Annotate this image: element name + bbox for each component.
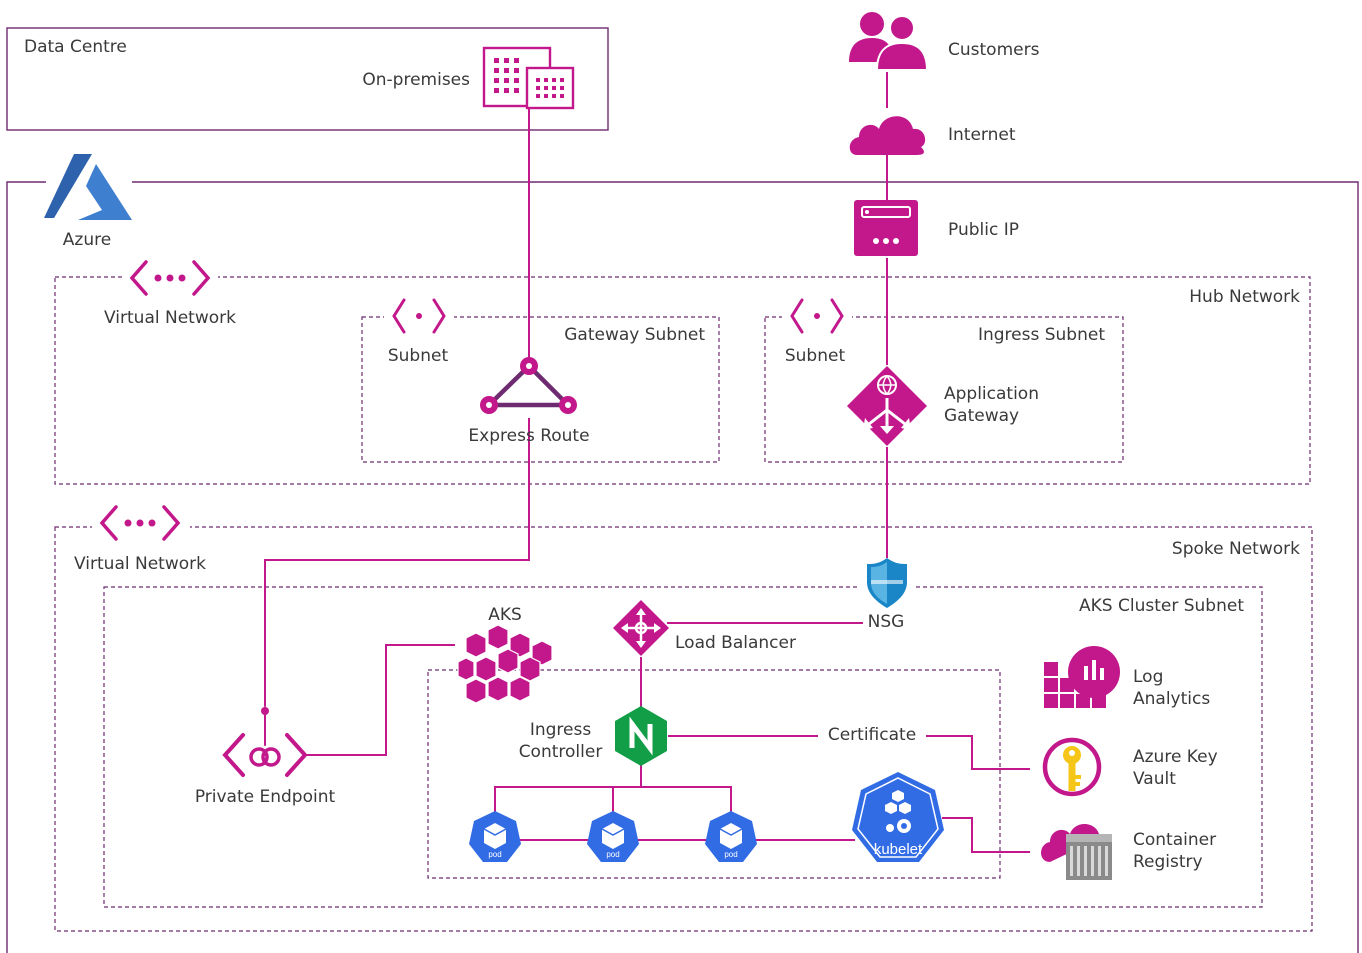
boundaries bbox=[6, 27, 1359, 953]
express-route-label: Express Route bbox=[468, 426, 590, 446]
shield-icon bbox=[867, 558, 907, 608]
application-gateway-icon bbox=[847, 366, 927, 446]
express-route-icon bbox=[480, 357, 577, 414]
public-ip-label: Public IP bbox=[948, 220, 1019, 240]
kubelet-icon bbox=[852, 772, 944, 862]
private-endpoint-label: Private Endpoint bbox=[194, 787, 336, 807]
ingress-subnet-icon-label: Subnet bbox=[784, 346, 846, 366]
internet-label: Internet bbox=[948, 125, 1016, 145]
hub-network-label: Hub Network bbox=[1189, 287, 1300, 307]
data-centre-box bbox=[6, 27, 609, 131]
cloud-icon bbox=[849, 116, 926, 155]
subnet-icon bbox=[392, 298, 446, 334]
aks-label: AKS bbox=[488, 605, 522, 625]
virtual-network-icon bbox=[129, 260, 211, 296]
gateway-subnet-icon-label: Subnet bbox=[387, 346, 449, 366]
edge-private-endpoint-aks bbox=[305, 644, 455, 756]
pod-label: pod bbox=[724, 850, 737, 859]
customers-label: Customers bbox=[948, 40, 1040, 60]
key-vault-label: Azure Key Vault bbox=[1133, 747, 1218, 789]
load-balancer-icon bbox=[613, 600, 669, 656]
container-registry-label: Container Registry bbox=[1133, 830, 1217, 872]
gateway-subnet-box bbox=[361, 316, 720, 463]
users-icon bbox=[849, 12, 929, 71]
container-registry-icon bbox=[1041, 823, 1112, 880]
aks-cluster-subnet-box bbox=[103, 586, 1263, 908]
edge-certificate-keyvault bbox=[920, 735, 1030, 770]
private-endpoint-icon bbox=[222, 706, 308, 777]
buildings-icon bbox=[482, 46, 575, 110]
data-centre-label: Data Centre bbox=[24, 37, 127, 57]
spoke-network-box bbox=[54, 526, 1313, 932]
application-gateway-label: Application Gateway bbox=[944, 384, 1039, 426]
key-vault-icon bbox=[1042, 737, 1102, 797]
virtual-network-label: Virtual Network bbox=[104, 308, 236, 328]
spoke-network-label: Spoke Network bbox=[1171, 539, 1300, 559]
pod-label: pod bbox=[488, 850, 501, 859]
certificate-label: Certificate bbox=[818, 724, 926, 746]
hub-network-box bbox=[54, 276, 1311, 485]
aks-inner-box bbox=[427, 669, 1001, 879]
aks-cubes-icon bbox=[457, 624, 553, 704]
virtual-network-icon bbox=[99, 505, 181, 541]
on-premises-label: On-premises bbox=[362, 70, 470, 90]
log-analytics-icon bbox=[1044, 646, 1120, 708]
gateway-subnet-label: Gateway Subnet bbox=[564, 325, 705, 345]
azure-logo-icon bbox=[44, 154, 132, 220]
edge-kubelet-registry bbox=[942, 817, 1030, 853]
load-balancer-label: Load Balancer bbox=[675, 633, 796, 653]
azure-label: Azure bbox=[62, 230, 112, 250]
ingress-controller-label: Ingress Controller bbox=[518, 720, 603, 762]
connectors bbox=[264, 72, 1030, 853]
nginx-icon bbox=[615, 706, 667, 766]
kubernetes-pod-icon bbox=[469, 811, 521, 862]
ingress-subnet-box bbox=[764, 316, 1124, 463]
subnet-icon bbox=[790, 298, 844, 334]
kubelet-label: kubelet bbox=[874, 841, 923, 858]
nsg-label: NSG bbox=[867, 612, 905, 632]
aks-cluster-subnet-label: AKS Cluster Subnet bbox=[1079, 596, 1244, 616]
pod-label: pod bbox=[606, 850, 619, 859]
kubernetes-pod-icon bbox=[705, 811, 757, 862]
kubernetes-pod-icon bbox=[587, 811, 639, 862]
virtual-network-label: Virtual Network bbox=[74, 554, 206, 574]
log-analytics-label: Log Analytics bbox=[1133, 667, 1211, 709]
ingress-subnet-label: Ingress Subnet bbox=[977, 325, 1105, 345]
azure-boundary bbox=[6, 181, 1359, 953]
edge-expressroute-private-endpoint bbox=[264, 418, 530, 706]
public-ip-icon bbox=[854, 200, 918, 256]
